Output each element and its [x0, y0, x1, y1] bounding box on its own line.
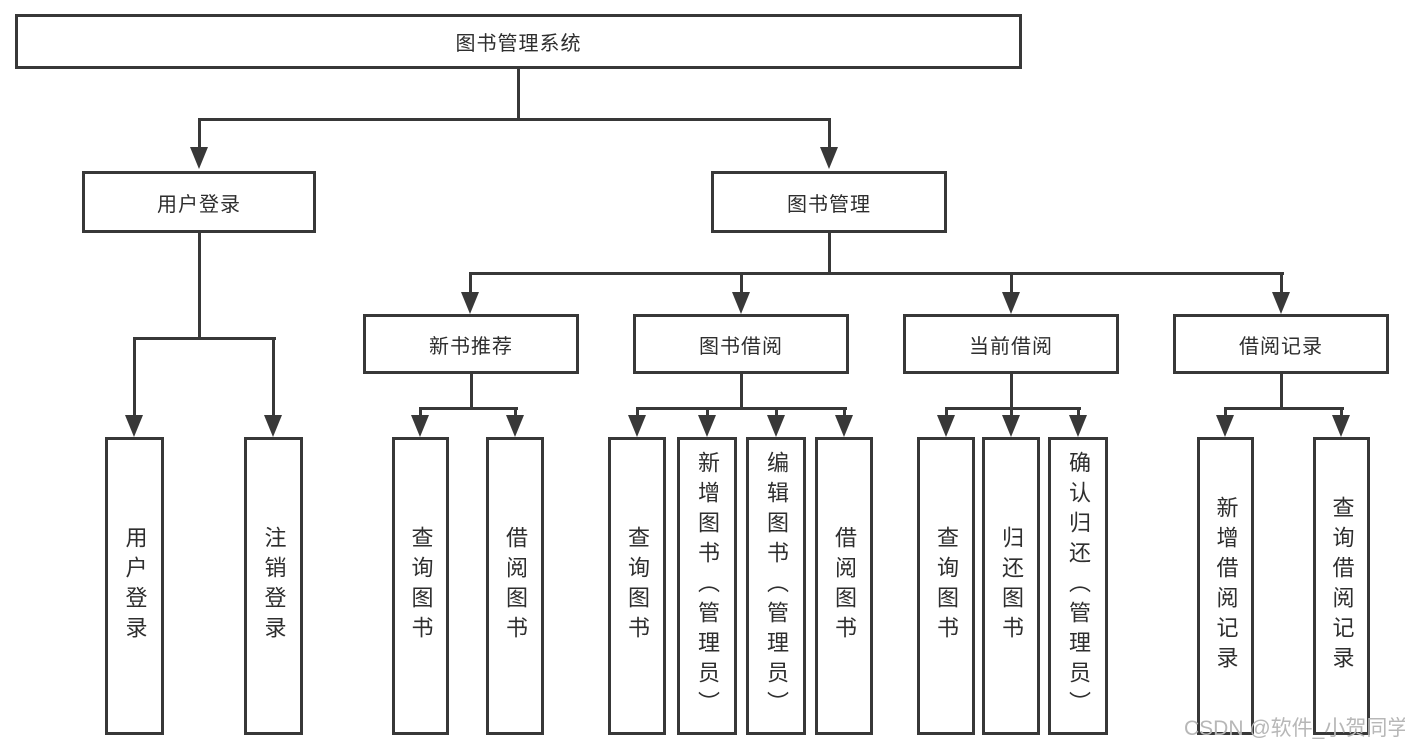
node-label: 查询图书 — [934, 526, 959, 646]
connector-line — [469, 272, 1284, 275]
leaf-logout: 注销登录 — [244, 437, 303, 735]
leaf-add-borrow-record: 新增借阅记录 — [1197, 437, 1254, 735]
node-library-management-system: 图书管理系统 — [15, 14, 1022, 69]
connector-line — [828, 233, 831, 275]
node-label: 借阅图书 — [832, 526, 857, 646]
node-label: 图书管理 — [787, 193, 871, 216]
node-label: 查询借阅记录 — [1329, 496, 1355, 676]
connector-line — [1010, 407, 1013, 419]
arrow-down-icon — [411, 415, 429, 437]
node-label: 图书借阅 — [699, 335, 783, 358]
arrow-down-icon — [732, 292, 750, 314]
connector-line — [470, 374, 473, 410]
node-label: 借阅记录 — [1239, 335, 1323, 358]
connector-line — [198, 118, 201, 150]
node-book-management: 图书管理 — [711, 171, 947, 233]
leaf-user-login: 用户登录 — [105, 437, 164, 735]
node-current-borrowing: 当前借阅 — [903, 314, 1119, 374]
leaf-return-books: 归还图书 — [982, 437, 1040, 735]
arrow-down-icon — [1002, 415, 1020, 437]
node-borrowing-records: 借阅记录 — [1173, 314, 1389, 374]
arrow-down-icon — [1216, 415, 1234, 437]
connector-line — [1280, 374, 1283, 410]
arrow-down-icon — [1272, 292, 1290, 314]
connector-line — [517, 69, 520, 120]
connector-line — [636, 407, 847, 410]
connector-line — [198, 233, 201, 340]
node-label: 查询图书 — [625, 526, 650, 646]
node-user-login: 用户登录 — [82, 171, 316, 233]
node-label: 注销登录 — [261, 526, 287, 646]
arrow-down-icon — [1069, 415, 1087, 437]
arrow-down-icon — [506, 415, 524, 437]
leaf-borrow-books: 借阅图书 — [815, 437, 873, 735]
node-label: 图书管理系统 — [455, 33, 582, 55]
node-label: 借阅图书 — [503, 526, 528, 646]
connector-line — [1224, 407, 1344, 410]
node-label: 当前借阅 — [969, 335, 1053, 358]
connector-line — [740, 374, 743, 410]
arrow-down-icon — [767, 415, 785, 437]
connector-line — [1077, 407, 1080, 419]
connector-line — [1010, 272, 1013, 294]
arrow-down-icon — [698, 415, 716, 437]
watermark: CSDN @软件_小贺同学 — [1184, 717, 1405, 740]
connector-line — [133, 337, 136, 417]
connector-line — [636, 407, 639, 419]
arrow-down-icon — [937, 415, 955, 437]
connector-line — [419, 407, 518, 410]
arrow-down-icon — [461, 292, 479, 314]
connector-line — [1010, 374, 1013, 410]
arrow-down-icon — [125, 415, 143, 437]
leaf-add-books-admin: 新增图书（管理员） — [677, 437, 737, 735]
leaf-query-borrow-record: 查询借阅记录 — [1313, 437, 1370, 735]
connector-line — [843, 407, 846, 419]
node-label: 确认归还（管理员） — [1066, 451, 1091, 721]
node-label: 用户登录 — [122, 526, 148, 646]
connector-line — [514, 407, 517, 419]
arrow-down-icon — [264, 415, 282, 437]
node-label: 编辑图书（管理员） — [764, 451, 789, 721]
connector-line — [198, 118, 831, 121]
connector-line — [272, 337, 275, 417]
connector-line — [1280, 272, 1283, 294]
connector-line — [740, 272, 743, 294]
arrow-down-icon — [835, 415, 853, 437]
leaf-edit-books-admin: 编辑图书（管理员） — [746, 437, 806, 735]
connector-line — [945, 407, 948, 419]
connector-line — [1224, 407, 1227, 419]
arrow-down-icon — [628, 415, 646, 437]
node-new-book-recommend: 新书推荐 — [363, 314, 579, 374]
leaf-query-books-current: 查询图书 — [917, 437, 975, 735]
arrow-down-icon — [190, 147, 208, 169]
node-label: 新增图书（管理员） — [695, 451, 720, 721]
arrow-down-icon — [820, 147, 838, 169]
node-label: 新增借阅记录 — [1213, 496, 1239, 676]
connector-line — [469, 272, 472, 294]
leaf-confirm-return-admin: 确认归还（管理员） — [1048, 437, 1108, 735]
node-label: 查询图书 — [408, 526, 434, 646]
connector-line — [133, 337, 276, 340]
node-label: 用户登录 — [157, 193, 241, 216]
node-label: 归还图书 — [999, 526, 1024, 646]
leaf-borrow-books-newbook: 借阅图书 — [486, 437, 544, 735]
leaf-query-books-newbook: 查询图书 — [392, 437, 449, 735]
arrow-down-icon — [1332, 415, 1350, 437]
node-book-borrowing: 图书借阅 — [633, 314, 849, 374]
connector-line — [828, 118, 831, 150]
leaf-query-books-borrow: 查询图书 — [608, 437, 666, 735]
node-label: 新书推荐 — [429, 335, 513, 358]
connector-line — [775, 407, 778, 419]
connector-line — [706, 407, 709, 419]
connector-line — [945, 407, 1081, 410]
arrow-down-icon — [1002, 292, 1020, 314]
connector-line — [1340, 407, 1343, 419]
connector-line — [419, 407, 422, 419]
